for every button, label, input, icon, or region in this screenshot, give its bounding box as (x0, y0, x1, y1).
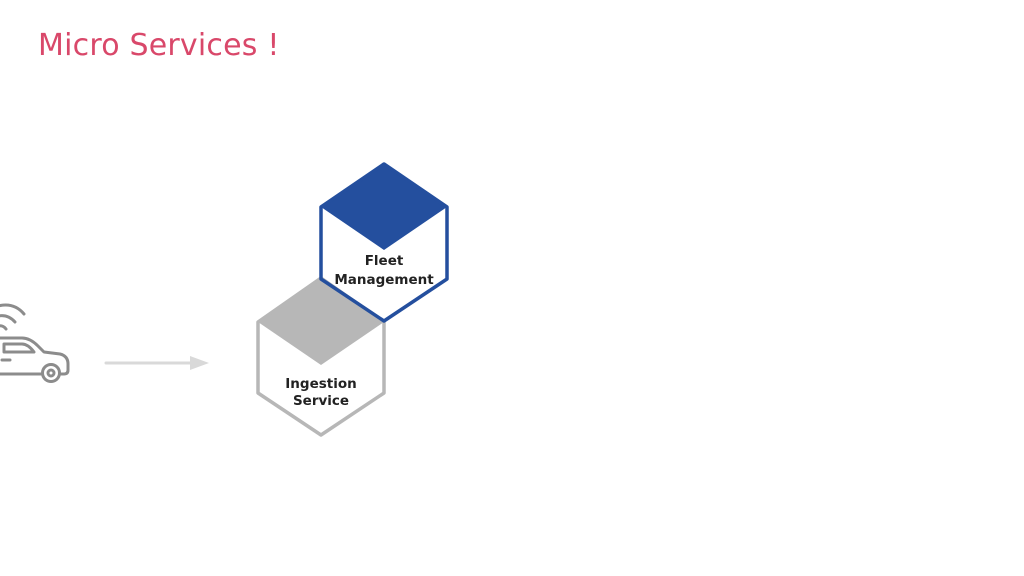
arrow-connector (104, 356, 209, 370)
ingestion-label-line2: Service (293, 393, 349, 409)
fleet-label-line2: Management (334, 272, 434, 288)
car-wheel (41, 363, 61, 383)
slide-title: Micro Services ! (38, 28, 280, 63)
signal-arc-outer (0, 303, 26, 316)
signal-arc-inner (0, 324, 8, 331)
connected-car-icon (0, 303, 70, 383)
ingestion-label-line1: Ingestion (285, 376, 356, 392)
ingestion-top-face (258, 278, 384, 365)
ingestion-service-node[interactable]: Ingestion Service (256, 276, 386, 437)
fleet-top-face (321, 164, 447, 250)
car-window (2, 342, 36, 354)
car-body (0, 336, 70, 376)
arrow-head (190, 356, 209, 370)
fleet-hexagon-outline (319, 162, 449, 323)
fleet-management-node[interactable]: Fleet Management (319, 162, 449, 323)
signal-arc-middle (0, 314, 17, 324)
fleet-label-line1: Fleet (365, 253, 404, 269)
car-wheel-hub (46, 368, 56, 378)
